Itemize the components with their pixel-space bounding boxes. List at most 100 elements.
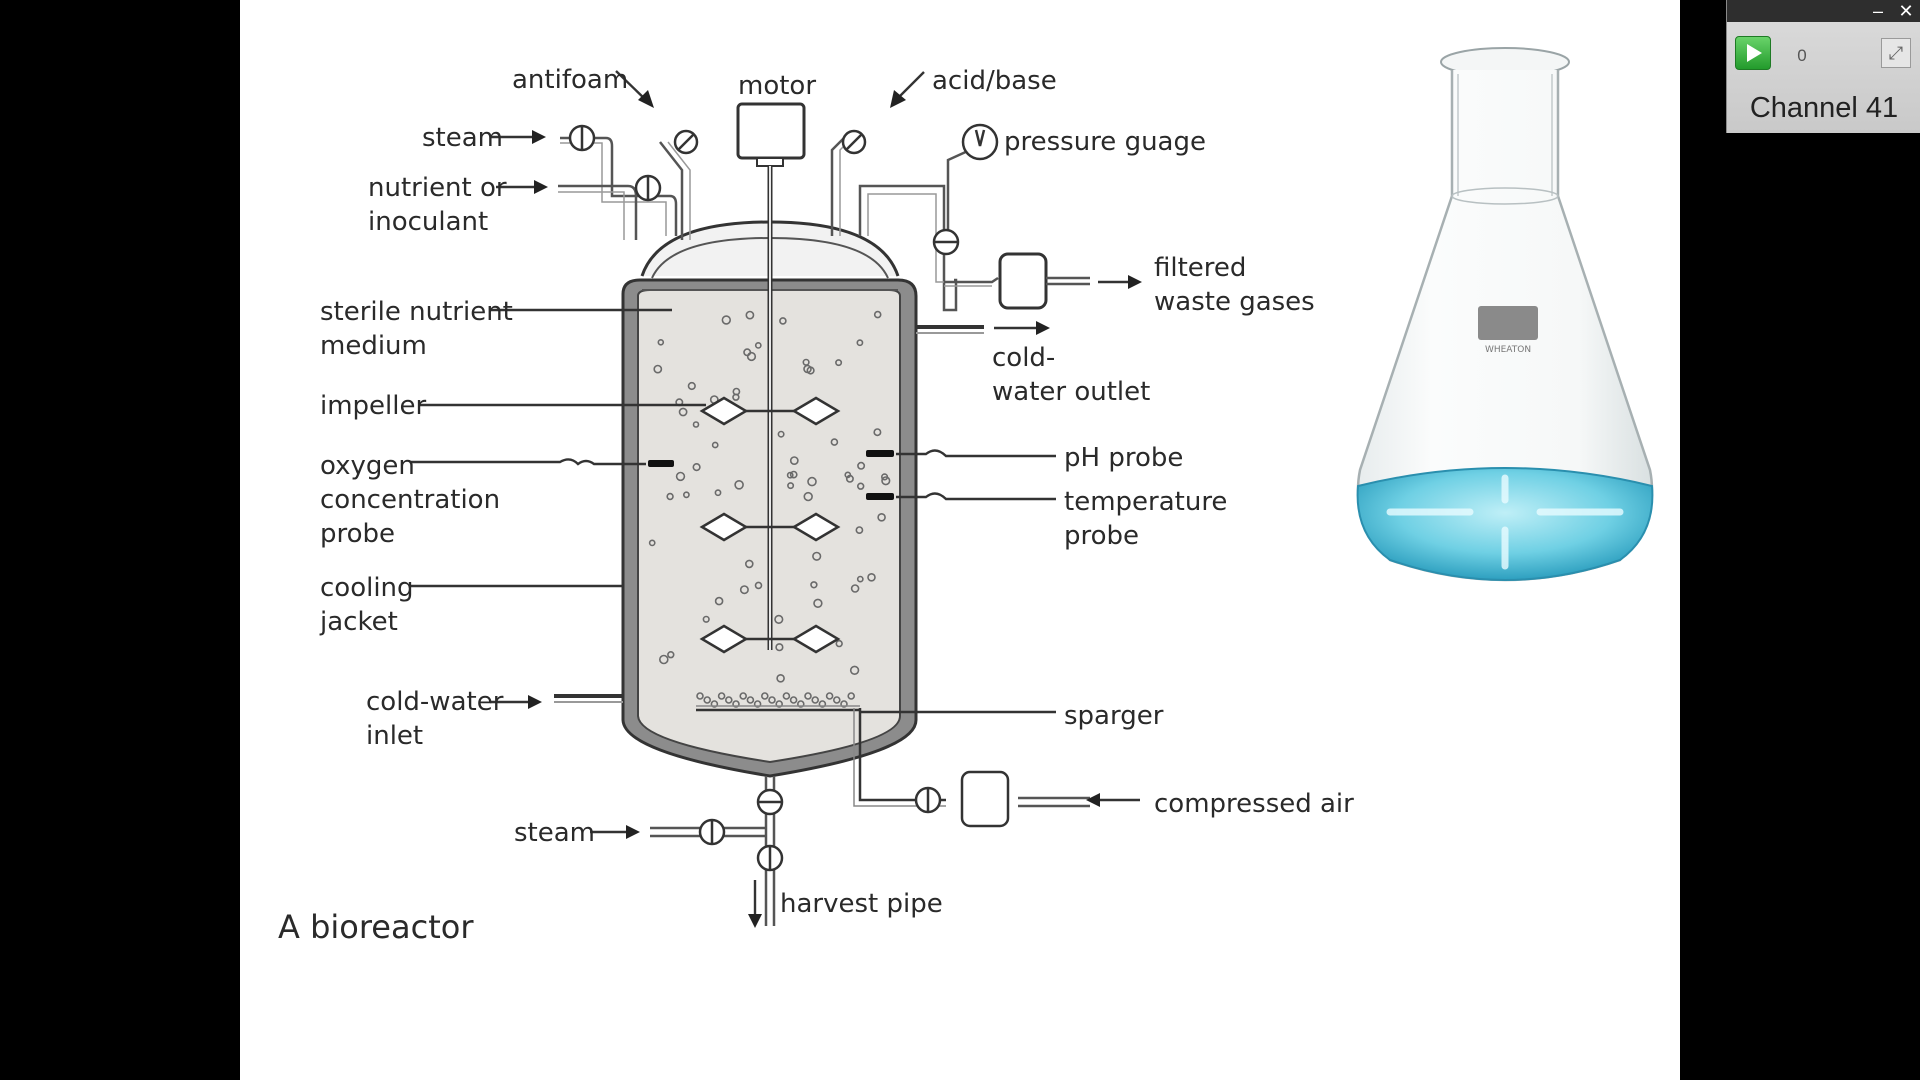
bubble: [803, 364, 812, 374]
sparger-bubble: [818, 700, 827, 708]
sparger-bubble: [732, 700, 740, 708]
bubble: [807, 476, 817, 487]
bubble: [835, 359, 843, 367]
bubble: [648, 539, 656, 547]
sparger-bubble: [746, 696, 755, 704]
sparger-bubble: [840, 700, 848, 708]
sparger-bubble: [832, 696, 841, 704]
sparger-bubble: [717, 692, 726, 700]
label-antifoam: antifoam: [512, 65, 628, 95]
bubble: [667, 650, 675, 659]
bubble: [787, 482, 795, 490]
bubble: [682, 491, 690, 499]
bubble: [856, 575, 864, 583]
bubble: [857, 461, 866, 470]
label-oxygen-line3: probe: [320, 519, 395, 549]
label-oxygen-line2: concentration: [320, 485, 500, 515]
sparger-bubble: [710, 700, 719, 708]
label-cooling-line1: cooling: [320, 573, 414, 603]
sparger-bubble: [775, 700, 784, 708]
bubble: [813, 598, 823, 608]
bubble: [835, 639, 843, 648]
bubble: [711, 441, 719, 449]
label-harvest-pipe: harvest pipe: [780, 889, 943, 919]
label-motor: motor: [738, 71, 816, 101]
top-valves: [568, 123, 999, 256]
minimize-button[interactable]: –: [1872, 1, 1883, 21]
arrow-heads: [528, 90, 1142, 928]
label-nutrient-line1: nutrient or: [368, 173, 507, 203]
bubble: [812, 551, 822, 561]
bubble: [830, 438, 839, 446]
gas-bubbles: [648, 310, 891, 708]
bubble: [803, 491, 813, 502]
label-ph-probe: pH probe: [1064, 443, 1183, 473]
sparger-bubble: [789, 696, 798, 704]
bubble: [777, 430, 785, 438]
label-cooling-line2: jacket: [319, 607, 398, 637]
bubble: [714, 489, 722, 497]
bubble: [856, 339, 864, 347]
bubble: [675, 471, 686, 482]
sparger-bubble: [847, 692, 856, 700]
play-button[interactable]: [1735, 36, 1771, 70]
bubble: [754, 341, 762, 349]
channel-widget[interactable]: – ✕ 0 ⤢ Channel 41: [1726, 0, 1920, 133]
probes: [648, 450, 894, 500]
sparger-bubble: [724, 696, 733, 704]
bubble: [653, 364, 663, 374]
widget-titlebar[interactable]: – ✕: [1727, 0, 1920, 22]
label-oxygen-line1: oxygen: [320, 451, 415, 481]
label-sterile-line2: medium: [320, 331, 427, 361]
sparger-bubble: [825, 692, 834, 700]
bubble: [746, 351, 757, 362]
impellers: [699, 396, 841, 654]
bubble: [856, 482, 865, 490]
bubble: [877, 512, 886, 522]
sparger-bubble: [696, 692, 704, 700]
bubble: [702, 615, 710, 623]
sparger-bubble: [739, 692, 748, 700]
leader-lines: [410, 70, 1140, 920]
diagram-labels: antifoam motor acid/base steam pressure …: [278, 65, 1354, 946]
bubble: [776, 673, 785, 683]
bubble: [810, 581, 818, 589]
channel-label: Channel 41: [1749, 92, 1899, 124]
sparger-bubble: [768, 696, 776, 704]
label-temperature-line1: temperature: [1064, 487, 1227, 517]
expand-icon[interactable]: ⤢: [1881, 38, 1911, 68]
label-acid-base: acid/base: [932, 66, 1057, 96]
bubble: [687, 381, 696, 391]
bubble: [786, 471, 794, 479]
bubble: [692, 463, 701, 472]
bottom-valves: [698, 770, 1010, 872]
bubble: [873, 310, 882, 319]
sparger-bubble: [753, 700, 762, 708]
viewer-count: 0: [1797, 46, 1807, 65]
label-cold-inlet-line2: inlet: [366, 721, 423, 751]
bubble: [721, 315, 731, 325]
bubble: [789, 456, 799, 465]
label-sparger: sparger: [1064, 701, 1164, 731]
label-filtered-line2: waste gases: [1154, 287, 1315, 317]
sparger-bubble: [782, 692, 791, 700]
label-steam-top: steam: [422, 123, 503, 153]
bubble: [734, 479, 744, 490]
label-filtered-line1: filtered: [1154, 253, 1246, 283]
bubble: [774, 614, 784, 625]
bubble: [754, 581, 763, 590]
sparger-bubble: [760, 692, 769, 700]
label-cold-outlet-line2: water outlet: [992, 377, 1150, 407]
bubble: [692, 421, 700, 428]
close-button[interactable]: ✕: [1898, 1, 1914, 21]
bubble: [881, 476, 891, 486]
sparger-bubble: [703, 696, 712, 704]
bubble: [732, 393, 740, 401]
sparger-bubble: [796, 700, 805, 708]
label-nutrient-line2: inoculant: [368, 207, 488, 237]
bubble: [850, 584, 860, 593]
presentation-slide: antifoam motor acid/base steam pressure …: [240, 0, 1680, 1080]
bioreactor-diagram: antifoam motor acid/base steam pressure …: [278, 65, 1354, 946]
label-temperature-line2: probe: [1064, 521, 1139, 551]
diagram-caption: A bioreactor: [278, 908, 474, 946]
